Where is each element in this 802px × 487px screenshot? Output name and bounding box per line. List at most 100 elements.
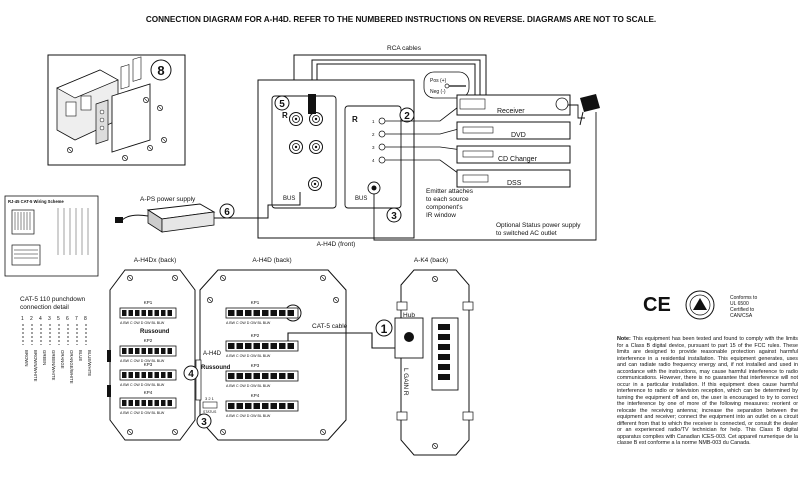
svg-text:6: 6: [66, 316, 69, 322]
h4d-model: A-H4D: [203, 351, 222, 357]
terminal-contact: [279, 403, 286, 409]
dss-unit: [456, 169, 571, 188]
terminal-contact: [122, 400, 127, 406]
terminal-contact: [122, 310, 127, 316]
terminal-contact: [167, 400, 172, 406]
h4d-terminal-strip: A BW C OW D GW BL BLW: [225, 400, 299, 418]
svg-text:BLUE: BLUE: [78, 350, 83, 361]
wall-plate-panel: 8: [47, 54, 186, 166]
certification-marks: CE Conforms to UL 6500 Certified to CAN/…: [643, 290, 757, 320]
terminal-contact: [161, 400, 166, 406]
ul-line-4: CAN/CSA: [730, 313, 753, 319]
rca-cable-lines: [293, 54, 487, 100]
terminal-contact: [245, 310, 252, 316]
terminal-contact: [141, 310, 146, 316]
bus-label-left: BUS: [283, 196, 295, 202]
status-note-1: Optional Status power supply: [496, 222, 581, 229]
terminal-contact: [148, 400, 153, 406]
status-note-2: to switched AC outlet: [496, 230, 557, 237]
terminal-contact: [236, 310, 243, 316]
h4d-brand: Russound: [201, 365, 231, 371]
terminal-contact: [148, 348, 153, 354]
terminal-contact: [270, 343, 277, 349]
h4d-plate: [199, 269, 347, 441]
terminal-contact: [154, 372, 159, 378]
ul-line-1: Conforms to: [730, 295, 757, 301]
emitter-note-4: IR window: [426, 212, 456, 219]
punchdown-pins: 1 2 4 3 5 6 7 8: [21, 316, 87, 322]
step-4-marker: [183, 365, 199, 381]
terminal-contact: [161, 348, 166, 354]
cd-changer-label: CD Changer: [498, 156, 538, 163]
step-5-number: 5: [279, 99, 285, 110]
rj45-wiring-scheme: RJ-45 CAT-5 Wiring Scheme: [4, 195, 99, 277]
terminal-contact: [279, 373, 286, 379]
h4d-terminal-strip: A BW C OW D GW BL BLW: [225, 307, 299, 325]
terminal-contact: [262, 343, 269, 349]
cat5-cable-label: CAT-5 cable: [312, 323, 348, 330]
terminal-contact: [236, 373, 243, 379]
terminal-contact: [167, 372, 172, 378]
h4dx-terminal-strip: A BW C OW D GW BL BLW: [119, 397, 177, 415]
terminal-contact: [135, 400, 140, 406]
a-h4d-back: KP1 KP2 KP3 KP4 A-H4D Russound 3 2 1 STA…: [195, 269, 347, 441]
terminal-contact: [270, 373, 277, 379]
wiring-scheme-title: RJ-45 CAT-5 Wiring Scheme: [8, 199, 64, 204]
terminal-contact: [154, 400, 159, 406]
terminal-legend: A BW C OW D GW BL BLW: [120, 383, 165, 387]
dss-label: DSS: [507, 180, 522, 187]
a-k4-back: Hub L GAIN R: [394, 269, 474, 456]
rca-plug: [308, 94, 316, 114]
svg-text:2: 2: [30, 316, 33, 322]
terminal-contact: [245, 403, 252, 409]
terminal-contact: [262, 373, 269, 379]
h4d-status-word: STATUS: [203, 410, 217, 414]
terminal-contact: [148, 310, 153, 316]
ir-port-numbers: 1 2 3 4: [372, 119, 375, 163]
svg-text:1: 1: [21, 316, 24, 322]
hub-port: [404, 332, 414, 342]
terminal-contact: [228, 343, 235, 349]
h4dx-terminal-strip: A BW C OW D GW BL BLW: [119, 307, 177, 325]
ul-line-3: Certified to: [730, 307, 754, 313]
terminal-contact: [287, 310, 294, 316]
h4dx-kp2: KP2: [144, 338, 153, 343]
step-8-number: 8: [157, 63, 164, 78]
terminal-contact: [228, 403, 235, 409]
svg-text:4: 4: [372, 158, 375, 163]
svg-text:2: 2: [372, 132, 375, 137]
dvd-label: DVD: [511, 132, 526, 139]
terminal-legend: A BW C OW D GW BL BLW: [120, 359, 165, 363]
terminal-contact: [128, 400, 133, 406]
step-2-number: 2: [404, 111, 410, 122]
status-power-supply: [373, 94, 600, 241]
punchdown-detail: CAT-5 110 punchdown connection detail 1 …: [20, 296, 92, 384]
front-right-plate: [344, 105, 402, 209]
terminal-contact: [253, 373, 260, 379]
ce-mark: CE: [643, 294, 671, 316]
step-6-number: 6: [224, 207, 230, 218]
terminal-legend: A BW C OW D GW BL BLW: [120, 321, 165, 325]
bus-label-right: BUS: [355, 196, 367, 202]
terminal-contact: [148, 372, 153, 378]
terminal-legend: A BW C OW D GW BL BLW: [226, 414, 271, 418]
svg-text:GREEN/WHITE: GREEN/WHITE: [51, 350, 56, 380]
dvd-unit: [456, 121, 571, 140]
terminal-contact: [135, 348, 140, 354]
fcc-note-lead: Note:: [617, 336, 631, 342]
terminal-legend: A BW C OW D GW BL BLW: [226, 384, 271, 388]
emitter-note-2: to each source: [426, 196, 469, 203]
terminal-contact: [279, 343, 286, 349]
terminal-contact: [122, 348, 127, 354]
russound-mark-right: R: [352, 115, 358, 124]
receiver-label: Receiver: [497, 108, 525, 115]
terminal-contact: [141, 372, 146, 378]
h4d-terminal-strip: A BW C OW D GW BL BLW: [225, 370, 299, 388]
terminal-contact: [236, 343, 243, 349]
terminal-contact: [245, 373, 252, 379]
svg-text:7: 7: [75, 316, 78, 322]
step-4-number: 4: [188, 369, 194, 380]
h4d-status-pins: 3 2 1: [205, 396, 215, 401]
rca-cables-label: RCA cables: [387, 45, 422, 52]
h4dx-kp3: KP3: [144, 362, 153, 367]
